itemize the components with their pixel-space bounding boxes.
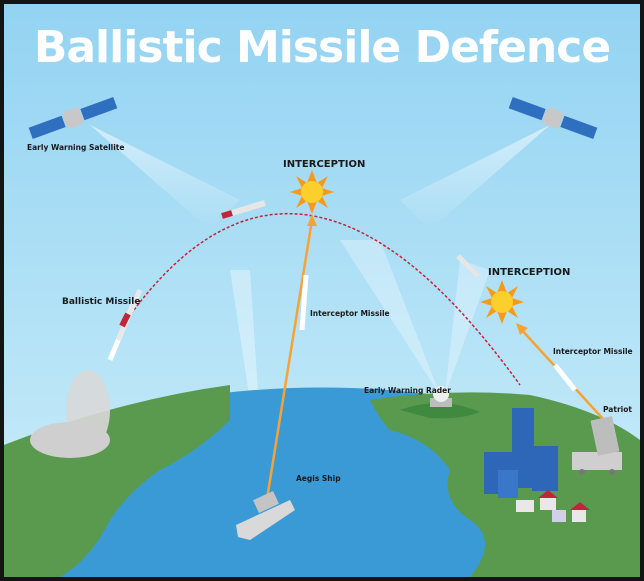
- label-early-warning-satellite: Early Warning Satellite: [27, 143, 124, 152]
- satellite-right-icon: [508, 96, 598, 140]
- aegis-ship-icon: [236, 491, 295, 540]
- label-interceptor-missile-1: Interceptor Missile: [310, 309, 390, 318]
- satellite-beam-right: [400, 125, 550, 230]
- ballistic-missile-icon: [30, 288, 143, 458]
- arrow-head-icon: [307, 214, 317, 226]
- radar-hill: [400, 402, 480, 419]
- city-icon: [484, 408, 590, 522]
- label-interceptor-missile-2: Interceptor Missile: [553, 347, 633, 356]
- interceptor-missile-icon: [553, 363, 577, 392]
- satellite-beam-left: [90, 125, 240, 230]
- label-aegis-ship: Aegis Ship: [296, 474, 341, 483]
- page-title: Ballistic Missile Defence: [34, 22, 610, 73]
- interceptor-missile-icon: [299, 274, 309, 331]
- aegis-interceptor-path: [264, 219, 314, 506]
- label-early-warning-radar: Early Warning Rader: [364, 386, 451, 395]
- radar-beam-2: [445, 260, 490, 395]
- ballistic-missile-icon: [221, 200, 266, 219]
- label-ballistic-missile: Ballistic Missile: [62, 297, 140, 307]
- patriot-launcher-icon: [572, 416, 622, 475]
- label-interception-1: INTERCEPTION: [283, 159, 365, 170]
- explosion-icon: [480, 280, 524, 324]
- early-warning-radar-icon: [430, 386, 452, 407]
- radar-beam-1: [340, 240, 440, 395]
- satellite-left-icon: [28, 96, 118, 140]
- ballistic-missile-icon: [456, 254, 480, 278]
- label-patriot: Patriot: [603, 405, 632, 414]
- explosion-icon: [290, 170, 334, 214]
- arrow-head-icon: [516, 323, 528, 335]
- label-interception-2: INTERCEPTION: [488, 267, 570, 278]
